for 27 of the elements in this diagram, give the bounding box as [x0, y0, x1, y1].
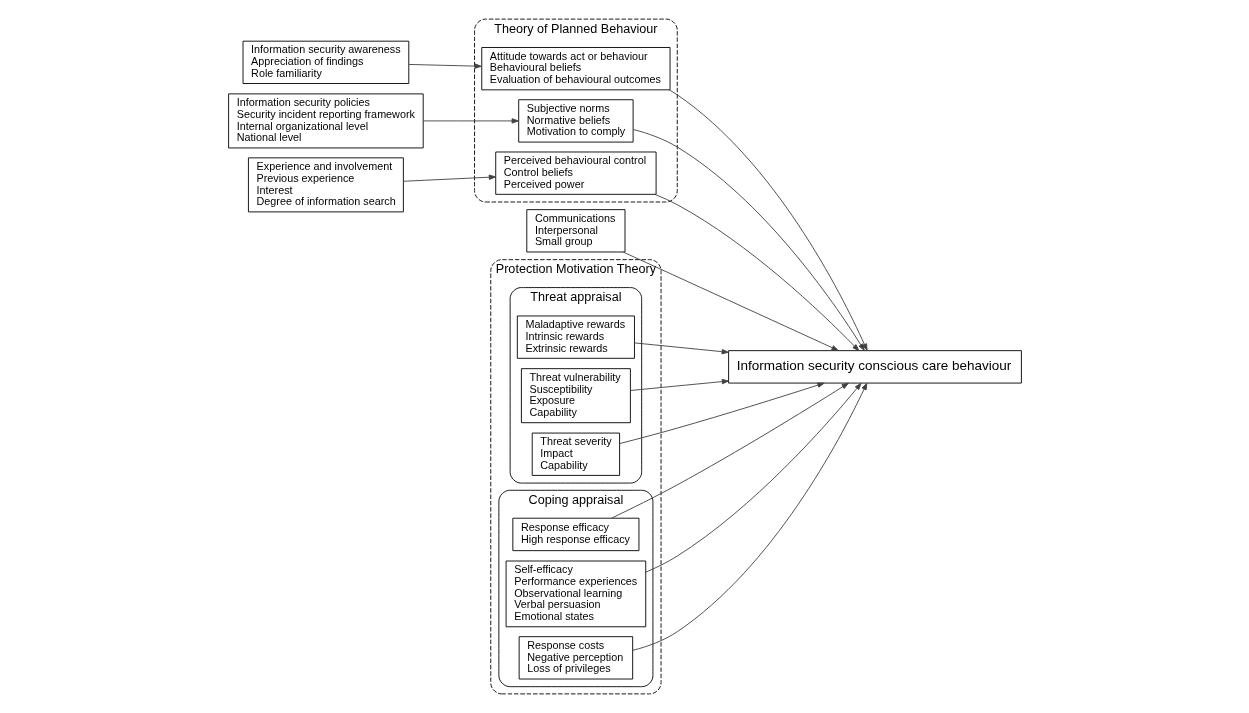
node-box: Communications Interpersonal Small group	[525, 209, 625, 253]
node-box: Threat severity Impact Capability	[531, 432, 620, 476]
node-box: Experience and involvement Previous experience Interest Degree of information search	[247, 157, 404, 213]
node-box: Information security policies Security incident reporting framework Internal organizational level National level	[227, 93, 424, 149]
arrow	[632, 129, 865, 351]
arrow	[408, 63, 482, 69]
node-box: Information security awareness Appreciation of findings Role familiarity	[242, 40, 409, 84]
arrow	[618, 382, 825, 444]
node-box: Information security conscious care behaviour	[727, 350, 1022, 384]
node-box: Self-efficacy Performance experiences Observational learning Verbal persuasion Emotional states	[505, 560, 646, 628]
arrow	[629, 378, 729, 391]
arrow	[422, 118, 519, 124]
node-box: Maladaptive rewards Intrinsic rewards Extrinsic rewards	[516, 315, 635, 359]
node-box: Subjective norms Normative beliefs Motivation to comply	[517, 99, 634, 143]
arrow	[610, 382, 849, 519]
node-box: Attitude towards act or behaviour Behavioural beliefs Evaluation of behavioural outcomes	[480, 47, 670, 91]
arrow	[653, 193, 859, 352]
arrow	[644, 382, 861, 573]
arrow	[633, 342, 729, 355]
node-box: Threat vulnerability Susceptibility Exposure Capability	[520, 368, 631, 424]
arrow	[622, 251, 839, 351]
arrow	[668, 89, 868, 351]
arrow	[402, 174, 496, 182]
node-box: Response costs Negative perception Loss of privileges	[518, 636, 633, 680]
arrow	[631, 382, 867, 651]
node-box: Perceived behavioural control Control beliefs Perceived power	[494, 151, 657, 195]
node-box: Response efficacy High response efficacy	[511, 517, 639, 552]
